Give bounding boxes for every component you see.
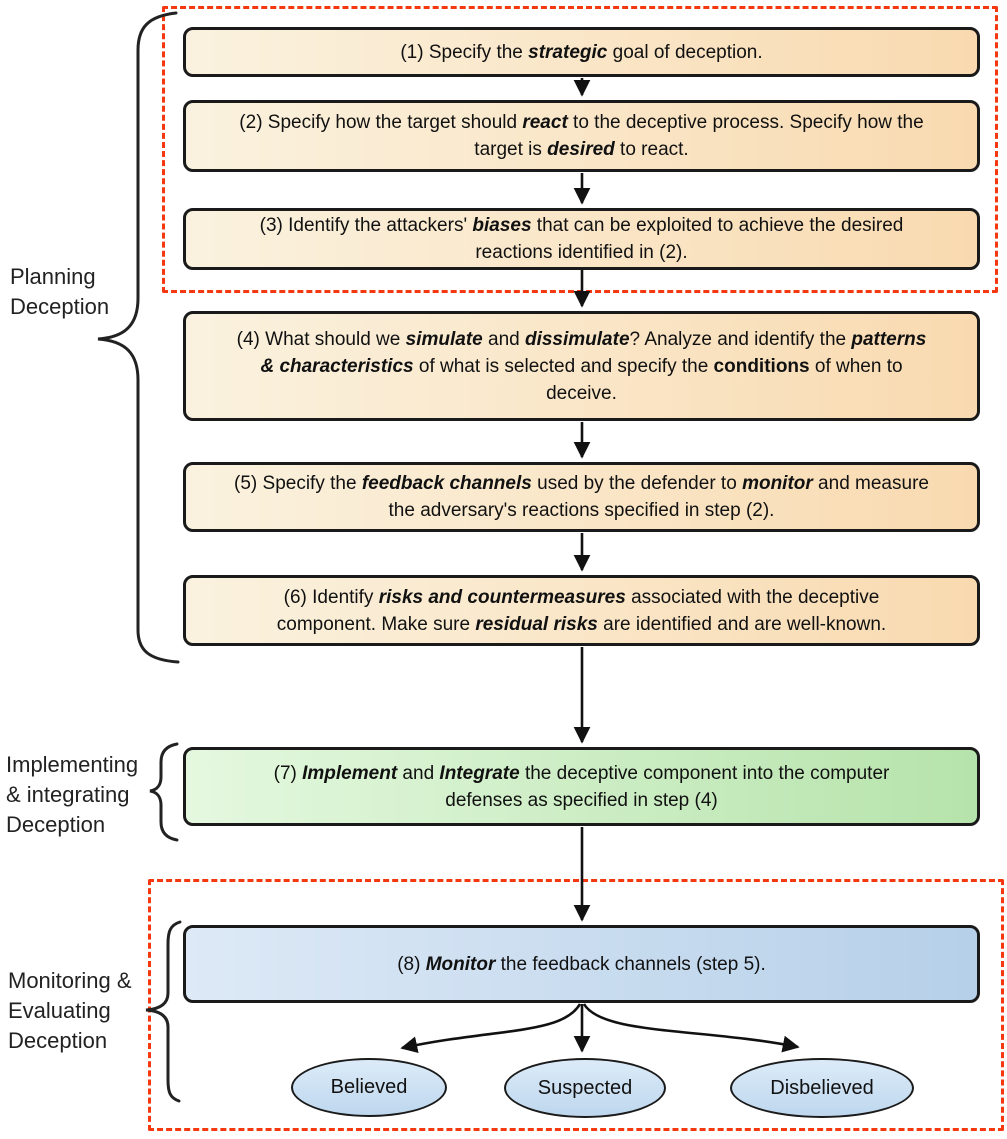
step-3-text: (3) Identify the attackers' biases that … xyxy=(259,215,904,263)
step-3-box: (3) Identify the attackers' biases that … xyxy=(183,208,980,270)
step-1-box: (1) Specify the strategic goal of decept… xyxy=(183,27,980,77)
step-7-box: (7) Implement and Integrate the deceptiv… xyxy=(183,747,980,826)
step-7-text: (7) Implement and Integrate the deceptiv… xyxy=(273,762,890,811)
step-8-text: (8) Monitor the feedback channels (step … xyxy=(397,953,766,975)
implementing-label-line: Implementing xyxy=(6,752,139,777)
planning-group-label: Planning Deception xyxy=(10,262,160,322)
step-4-text: (4) What should we simulate and dissimul… xyxy=(236,328,927,404)
planning-label-line: Planning xyxy=(10,264,96,289)
step-1-text: (1) Specify the strategic goal of decept… xyxy=(400,41,763,63)
implementing-label-line: & integrating xyxy=(6,782,130,807)
monitoring-group-label: Monitoring & Evaluating Deception xyxy=(8,966,168,1056)
step-6-text: (6) Identify risks and countermeasures a… xyxy=(276,586,887,635)
step-2-box: (2) Specify how the target should react … xyxy=(183,100,980,172)
implementing-label-line: Deception xyxy=(6,812,106,837)
step-4-box: (4) What should we simulate and dissimul… xyxy=(183,311,980,421)
step-8-box: (8) Monitor the feedback channels (step … xyxy=(183,925,980,1003)
outcome-disbelieved-label: Disbelieved xyxy=(770,1076,874,1099)
step-5-box: (5) Specify the feedback channels used b… xyxy=(183,462,980,532)
monitoring-label-line: Monitoring & xyxy=(8,968,132,993)
outcome-believed-label: Believed xyxy=(330,1076,408,1098)
step-6-box: (6) Identify risks and countermeasures a… xyxy=(183,575,980,646)
outcome-disbelieved: Disbelieved xyxy=(730,1058,914,1118)
outcome-suspected-label: Suspected xyxy=(537,1076,633,1099)
outcome-suspected: Suspected xyxy=(504,1058,666,1118)
implementing-group-label: Implementing & integrating Deception xyxy=(6,750,166,840)
step-5-text: (5) Specify the feedback channels used b… xyxy=(234,473,929,521)
outcome-believed: Believed xyxy=(291,1058,447,1117)
monitoring-label-line: Deception xyxy=(8,1028,108,1053)
planning-label-line: Deception xyxy=(10,294,110,319)
monitoring-label-line: Evaluating xyxy=(8,998,111,1023)
step-2-text: (2) Specify how the target should react … xyxy=(239,112,924,160)
